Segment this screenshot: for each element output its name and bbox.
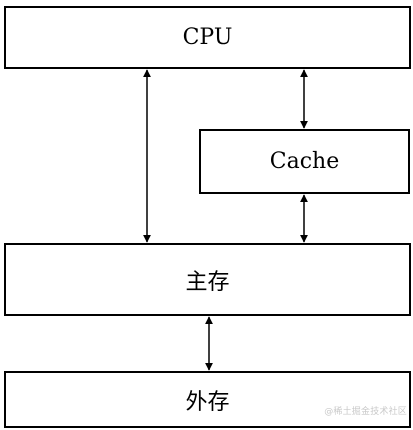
external-storage-box: 外存 [4,371,411,428]
watermark-text: @稀土掘金技术社区 [324,407,407,417]
cpu-label: CPU [182,25,233,50]
external-storage-label: 外存 [185,389,230,415]
cpu-box: CPU [4,6,411,69]
main-memory-box: 主存 [4,243,411,316]
cache-box: Cache [199,129,410,194]
cache-label: Cache [269,149,340,174]
main-memory-label: 主存 [185,269,230,295]
